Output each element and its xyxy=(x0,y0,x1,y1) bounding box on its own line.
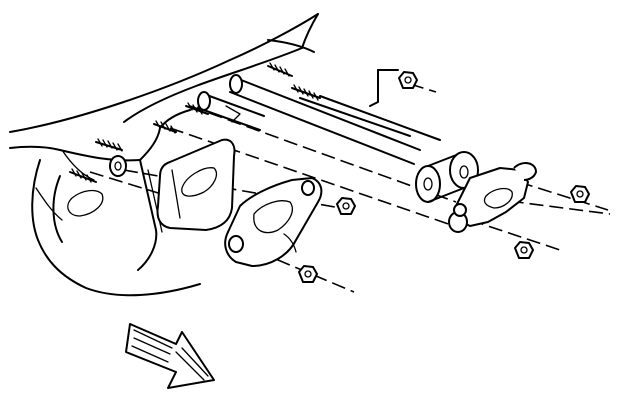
spacer-left xyxy=(109,155,127,177)
long-bolt-upper xyxy=(229,74,441,165)
nut xyxy=(298,71,590,283)
stud-upper-left xyxy=(95,138,123,152)
long-bolt-lower xyxy=(197,91,265,131)
mounting-plate xyxy=(156,138,236,231)
bracket-left xyxy=(224,177,323,267)
bracket-callout xyxy=(369,69,399,107)
stud-upper-right xyxy=(267,62,321,101)
bracket-right xyxy=(448,162,537,233)
stud-lower-left xyxy=(69,168,97,183)
front-arrow-icon xyxy=(125,323,215,389)
